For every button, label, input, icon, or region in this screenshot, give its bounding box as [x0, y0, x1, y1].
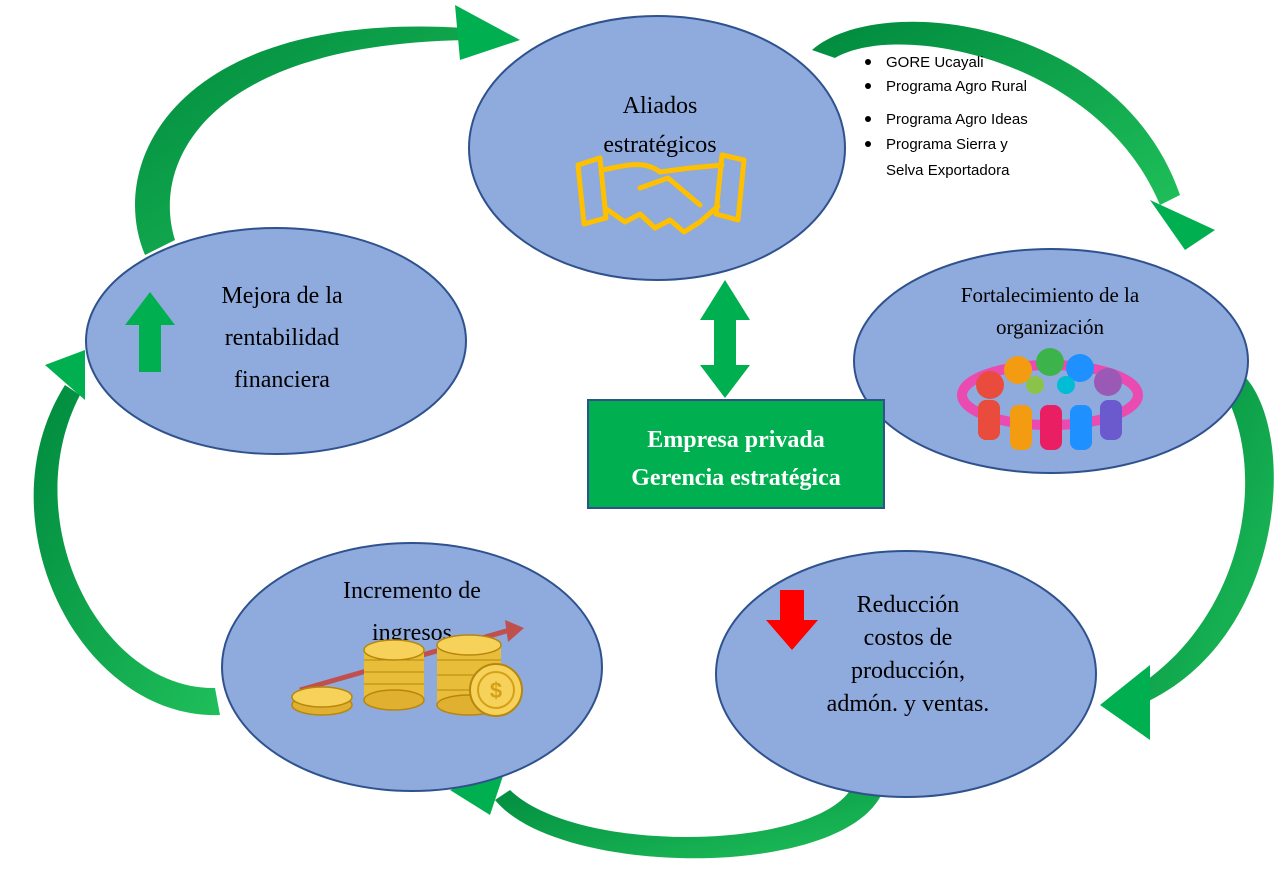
bullet-icon [865, 59, 871, 65]
handshake-icon [575, 152, 747, 235]
allies-list-item: Programa Agro Ideas [886, 111, 1028, 128]
node-incremento-line1: Incremento de [343, 578, 481, 604]
node-reduccion-line3: producción, [851, 658, 965, 684]
node-reduccion-line1: Reducción [857, 592, 960, 618]
cycle-arrow-aliados-to-fortalecimiento [812, 21, 1215, 250]
node-incremento: Incremento de ingresos $ [221, 542, 603, 792]
cycle-arrow-mejora-to-aliados [135, 5, 520, 255]
people-circle-icon [957, 348, 1143, 450]
bullet-icon [865, 116, 871, 122]
node-mejora-line3: financiera [234, 367, 330, 393]
up-arrow-icon [125, 292, 175, 372]
svg-text:$: $ [490, 678, 502, 703]
node-reduccion-line2: costos de [864, 625, 953, 651]
node-fortalecimiento: Fortalecimiento de la organización [853, 248, 1249, 474]
allies-list-item: GORE Ucayali [886, 54, 984, 71]
down-arrow-icon [766, 590, 818, 650]
allies-list-item: Selva Exportadora [886, 162, 1010, 179]
bullet-icon [865, 83, 871, 89]
center-line1: Empresa privada [647, 427, 825, 453]
node-mejora-line2: rentabilidad [225, 325, 340, 351]
cycle-arrow-reduccion-to-incremento [450, 770, 885, 859]
allies-list-item: Programa Sierra y [886, 136, 1008, 153]
coins-growth-icon: $ [291, 620, 524, 717]
allies-list: GORE Ucayali Programa Agro Rural Program… [865, 54, 1028, 179]
bullet-icon [865, 141, 871, 147]
node-mejora: Mejora de la rentabilidad financiera [85, 227, 467, 455]
node-reduccion: Reducción costos de producción, admón. y… [715, 550, 1097, 798]
cycle-arrow-fortalecimiento-to-reduccion [1100, 370, 1274, 740]
double-arrow-vertical [700, 280, 750, 398]
center-box: Empresa privada Gerencia estratégica [587, 399, 885, 509]
node-aliados-line2: estratégicos [603, 132, 716, 158]
cycle-arrow-incremento-to-mejora [33, 350, 220, 716]
center-line2: Gerencia estratégica [631, 465, 840, 491]
node-fortalecimiento-line2: organización [996, 315, 1105, 339]
node-aliados-line1: Aliados [623, 93, 698, 119]
node-fortalecimiento-line1: Fortalecimiento de la [961, 283, 1140, 307]
node-aliados: Aliados estratégicos [468, 15, 846, 281]
node-reduccion-line4: admón. y ventas. [827, 691, 990, 717]
allies-list-item: Programa Agro Rural [886, 78, 1027, 95]
node-mejora-line1: Mejora de la [221, 283, 343, 309]
